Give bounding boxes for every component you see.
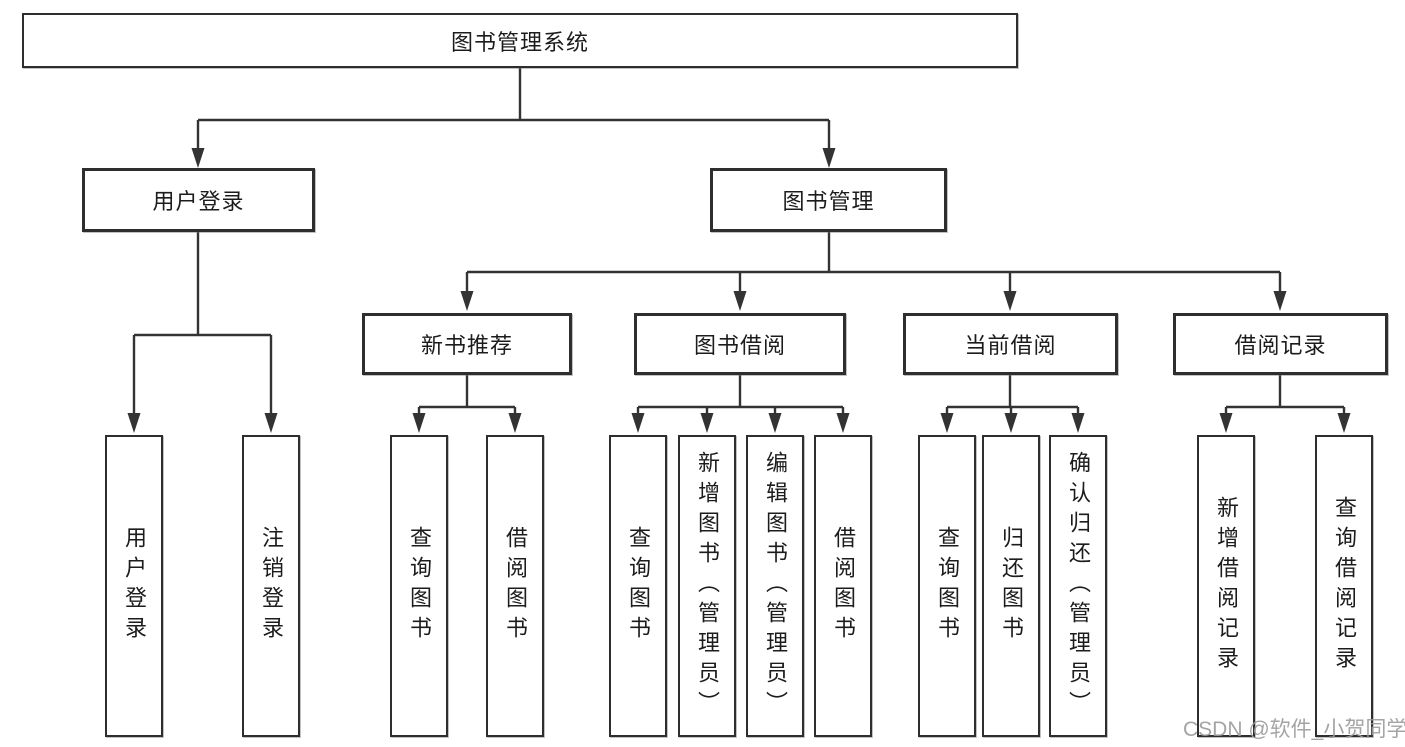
watermark: CSDN @软件_小贺同学 xyxy=(1183,718,1405,741)
node-borrow-records: 借阅记录 xyxy=(1173,313,1388,375)
node-library-management-system: 图书管理系统 xyxy=(22,13,1018,68)
leaf-query-books-borrow: 查询图书 xyxy=(609,435,667,737)
node-new-book-recommend: 新书推荐 xyxy=(362,313,572,375)
leaf-add-borrow-record: 新增借阅记录 xyxy=(1197,435,1255,737)
node-book-borrow: 图书借阅 xyxy=(634,313,846,375)
leaf-query-borrow-record: 查询借阅记录 xyxy=(1315,435,1373,737)
leaf-query-books-current: 查询图书 xyxy=(918,435,976,737)
arrowheads xyxy=(127,148,1351,433)
leaf-add-book-admin: 新增图书（管理员） xyxy=(678,435,736,737)
leaf-edit-book-admin: 编辑图书（管理员） xyxy=(746,435,804,737)
leaf-user-login: 用户登录 xyxy=(105,435,163,737)
leaf-return-book: 归还图书 xyxy=(982,435,1040,737)
leaf-logout: 注销登录 xyxy=(242,435,300,737)
leaf-query-books-recommend: 查询图书 xyxy=(390,435,448,737)
node-current-borrow: 当前借阅 xyxy=(903,313,1118,375)
leaf-confirm-return-admin: 确认归还（管理员） xyxy=(1049,435,1107,737)
leaf-borrow-books: 借阅图书 xyxy=(814,435,872,737)
node-user-login: 用户登录 xyxy=(82,168,315,232)
node-book-management: 图书管理 xyxy=(710,168,947,232)
leaf-borrow-books-recommend: 借阅图书 xyxy=(486,435,544,737)
